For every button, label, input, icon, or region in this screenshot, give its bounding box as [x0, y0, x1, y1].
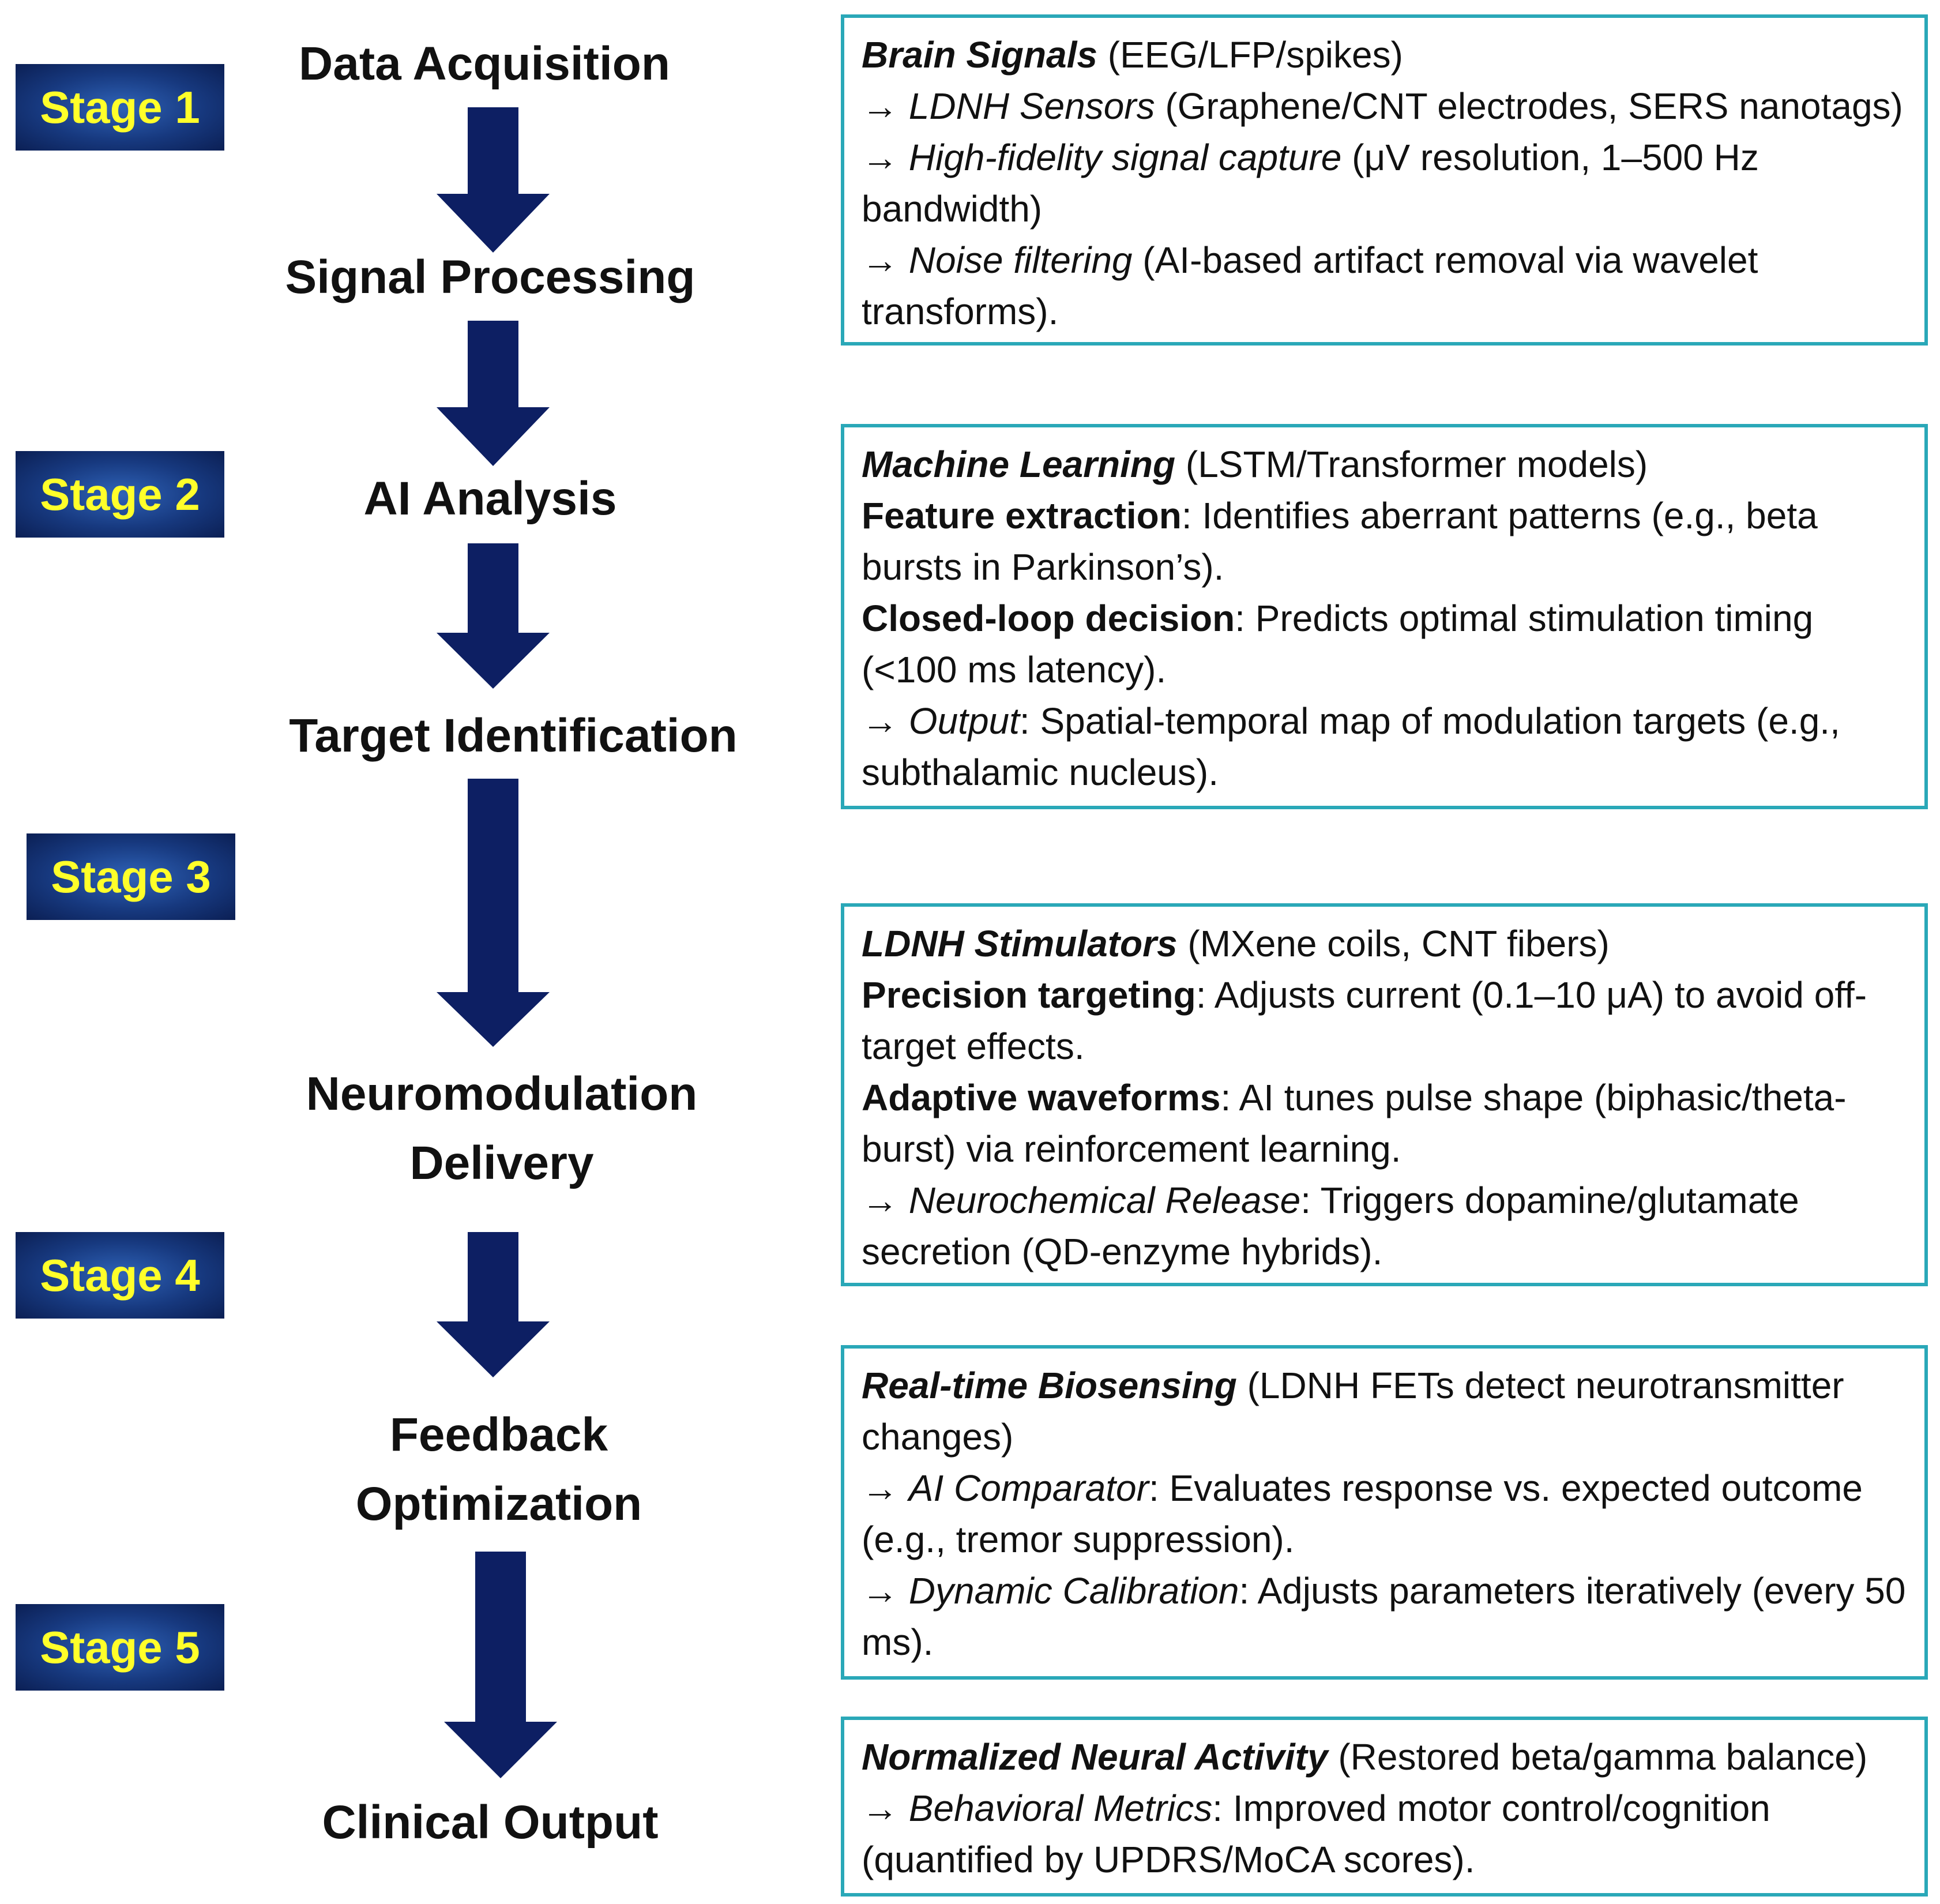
b1-l3-head: High-fidelity signal capture [908, 137, 1342, 178]
b3-line-2: Precision targeting: Adjusts current (0.… [862, 970, 1908, 1072]
b2-l2-head: Feature extraction [862, 495, 1182, 536]
b4-l3-rest: : Adjusts parameters iteratively (every … [862, 1570, 1906, 1663]
b2-l1-rest: (LSTM/Transformer models) [1175, 444, 1648, 485]
stage-2-badge: Stage 2 [16, 451, 224, 538]
arrow-right-icon: → [862, 700, 909, 742]
stage-4-badge: Stage 4 [16, 1232, 224, 1319]
step-target-identification: Target Identification [289, 709, 738, 762]
arrow-right-icon: → [862, 1467, 909, 1509]
b3-l3-head: Adaptive waveforms [862, 1077, 1221, 1118]
b5-line-1: Normalized Neural Activity (Restored bet… [862, 1732, 1908, 1783]
b3-line-4: → Neurochemical Release: Triggers dopami… [862, 1175, 1908, 1278]
step-neuromodulation-delivery: Neuromodulation Delivery [306, 1068, 698, 1189]
b4-line-1: Real-time Biosensing (LDNH FETs detect n… [862, 1360, 1908, 1463]
b4-l1-rest: (LDNH FETs detect neurotransmitter chang… [862, 1365, 1844, 1458]
step-signal-processing: Signal Processing [285, 251, 695, 303]
stage-1-badge: Stage 1 [16, 64, 224, 151]
b3-l4-rest: : Triggers dopamine/glutamate secretion … [862, 1180, 1799, 1272]
arrow-3 [437, 543, 550, 689]
b3-line-1: LDNH Stimulators (MXene coils, CNT fiber… [862, 918, 1908, 970]
b3-l2-head: Precision targeting [862, 974, 1196, 1016]
b3-l2-rest: : Adjusts current (0.1–10 μA) to avoid o… [862, 974, 1867, 1067]
b4-l2-rest: : Evaluates response vs. expected outcom… [862, 1467, 1863, 1560]
b2-l4-rest: : Spatial-temporal map of modulation tar… [862, 700, 1840, 793]
b2-l3-head: Closed-loop decision [862, 598, 1235, 639]
b4-l3-head: Dynamic Calibration [908, 1570, 1239, 1612]
b3-line-3: Adaptive waveforms: AI tunes pulse shape… [862, 1072, 1908, 1175]
b1-line-2: → LDNH Sensors (Graphene/CNT electrodes,… [862, 81, 1908, 132]
arrow-right-icon: → [862, 137, 909, 178]
b4-l1-head: Real-time Biosensing [862, 1365, 1237, 1406]
stage-2-label: Stage 2 [40, 468, 200, 520]
stage-5-label: Stage 5 [40, 1621, 200, 1673]
b5-line-2: → Behavioral Metrics: Improved motor con… [862, 1783, 1908, 1886]
b1-l1-rest: (EEG/LFP/spikes) [1097, 34, 1403, 76]
arrow-right-icon: → [862, 239, 909, 281]
b3-l3-rest: : AI tunes pulse shape (biphasic/theta-b… [862, 1077, 1847, 1170]
b2-line-1: Machine Learning (LSTM/Transformer model… [862, 439, 1908, 490]
stage-3-description-box: LDNH Stimulators (MXene coils, CNT fiber… [841, 903, 1928, 1286]
b1-l4-rest: (AI-based artifact removal via wavelet t… [862, 239, 1758, 332]
step-feedback-optimization: Feedback Optimization [355, 1409, 642, 1530]
b1-line-3: → High-fidelity signal capture (μV resol… [862, 132, 1908, 235]
b2-line-2: Feature extraction: Identifies aberrant … [862, 490, 1908, 593]
b2-l4-head: Output [908, 700, 1020, 742]
b2-l3-rest: : Predicts optimal stimulation timing (<… [862, 598, 1814, 690]
step-clinical-output: Clinical Output [322, 1796, 659, 1849]
b5-l1-head: Normalized Neural Activity [862, 1736, 1328, 1778]
stage-2-description-box: Machine Learning (LSTM/Transformer model… [841, 424, 1928, 809]
stage-3-badge: Stage 3 [27, 833, 235, 920]
b1-l1-head: Brain Signals [862, 34, 1097, 76]
step-data-acquisition: Data Acquisition [299, 37, 670, 90]
b2-line-4: → Output: Spatial-temporal map of modula… [862, 696, 1908, 798]
b1-l4-head: Noise filtering [908, 239, 1133, 281]
arrow-5 [437, 1232, 550, 1377]
stage-1-description-box: Brain Signals (EEG/LFP/spikes) → LDNH Se… [841, 14, 1928, 346]
step-ai-analysis: AI Analysis [363, 472, 617, 525]
b4-l2-head: AI Comparator [908, 1467, 1149, 1509]
b3-l1-rest: (MXene coils, CNT fibers) [1177, 923, 1610, 964]
b4-line-3: → Dynamic Calibration: Adjusts parameter… [862, 1565, 1908, 1668]
arrow-right-icon: → [862, 1787, 909, 1829]
b2-l1-head: Machine Learning [862, 444, 1176, 485]
b5-l2-rest: : Improved motor control/cognition (quan… [862, 1787, 1770, 1880]
stage-4-description-box: Real-time Biosensing (LDNH FETs detect n… [841, 1345, 1928, 1680]
arrow-4 [437, 779, 550, 1047]
b1-l2-head: LDNH Sensors [908, 85, 1155, 127]
arrow-5-shape [437, 1232, 550, 1377]
b2-line-3: Closed-loop decision: Predicts optimal s… [862, 593, 1908, 696]
b3-l4-head: Neurochemical Release [908, 1180, 1301, 1221]
b4-line-2: → AI Comparator: Evaluates response vs. … [862, 1463, 1908, 1565]
stage-1-label: Stage 1 [40, 81, 200, 133]
b1-l3-rest: (μV resolution, 1–500 Hz bandwidth) [862, 137, 1759, 230]
b5-l1-rest: (Restored beta/gamma balance) [1328, 1736, 1868, 1778]
arrow-right-icon: → [862, 85, 909, 127]
arrow-6 [444, 1552, 557, 1778]
arrow-6-shape [444, 1552, 557, 1778]
arrow-1-shape [437, 107, 550, 253]
b1-line-4: → Noise filtering (AI-based artifact rem… [862, 235, 1908, 337]
stage-5-badge: Stage 5 [16, 1604, 224, 1691]
b2-l2-rest: : Identifies aberrant patterns (e.g., be… [862, 495, 1818, 588]
b3-l1-head: LDNH Stimulators [862, 923, 1178, 964]
b1-l2-rest: (Graphene/CNT electrodes, SERS nanotags) [1155, 85, 1903, 127]
arrow-2 [437, 321, 550, 466]
b5-l2-head: Behavioral Metrics [908, 1787, 1213, 1829]
stage-4-label: Stage 4 [40, 1249, 200, 1301]
stage-3-label: Stage 3 [51, 851, 211, 902]
arrow-right-icon: → [862, 1180, 909, 1221]
arrow-2-shape [437, 321, 550, 466]
arrow-4-shape [437, 779, 550, 1047]
arrow-right-icon: → [862, 1570, 909, 1612]
arrow-1 [437, 107, 550, 253]
b1-line-1: Brain Signals (EEG/LFP/spikes) [862, 29, 1908, 81]
arrow-3-shape [437, 543, 550, 689]
stage-5-description-box: Normalized Neural Activity (Restored bet… [841, 1717, 1928, 1897]
